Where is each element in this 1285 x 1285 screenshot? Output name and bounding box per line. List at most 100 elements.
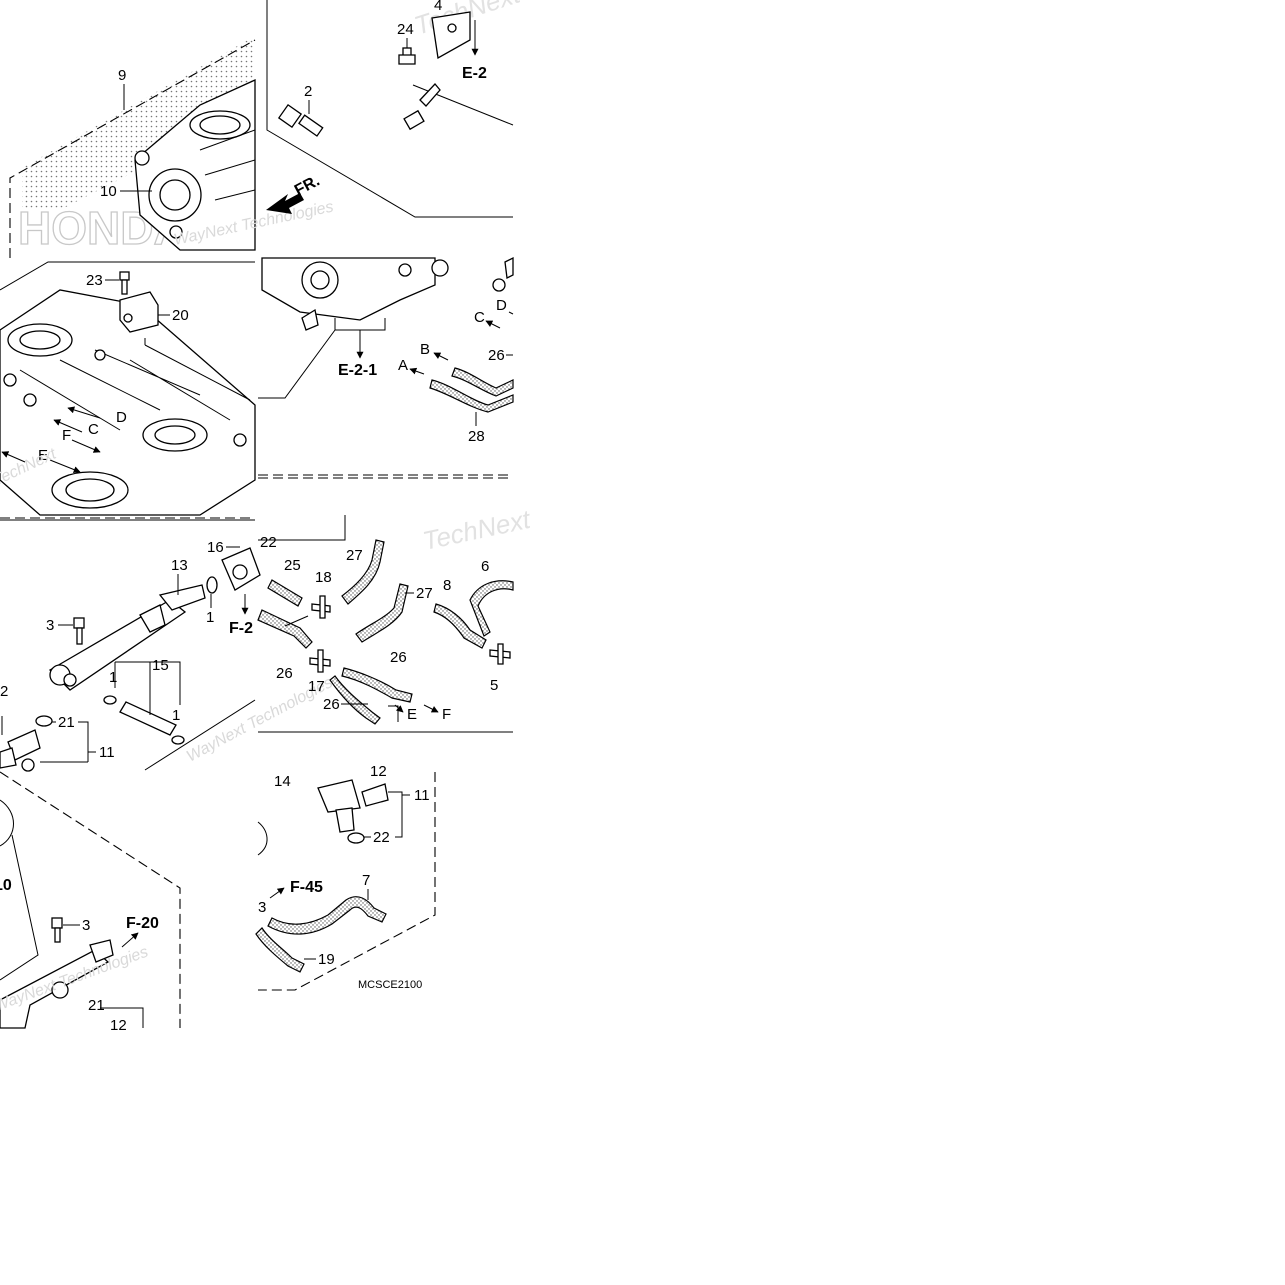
callout-16: 16 — [207, 539, 224, 556]
tee-joint-18 — [311, 595, 331, 619]
callout-6: 6 — [481, 558, 489, 575]
callout-9: 9 — [118, 67, 126, 84]
callout-11-b: 11 — [414, 787, 430, 804]
hose-6 — [469, 580, 514, 637]
hose-26-short — [329, 675, 381, 725]
watermark-text: WayNext Technologies — [0, 943, 151, 1015]
tile-vacuum-hoses: E-2-1 A B C D 26 28 — [258, 256, 514, 476]
callout-13: 13 — [171, 557, 188, 574]
callout-17: 17 — [308, 678, 325, 695]
hose-28 — [429, 367, 514, 413]
hose-19 — [255, 927, 305, 973]
watermark-text: TechNext — [420, 504, 534, 556]
callout-19: 19 — [318, 951, 335, 968]
callout-4: 4 — [434, 0, 442, 14]
routing-d: D — [116, 409, 127, 426]
injector-11-b — [317, 779, 389, 833]
tile-injector-and-hoses: 14 12 22 11 F-45 3 7 19 MCSCE2100 — [255, 763, 436, 991]
routing-e-2: E — [407, 706, 417, 723]
callout-12: 12 — [110, 1017, 127, 1034]
section-ref-f45: F-45 — [290, 879, 323, 896]
routing-a: A — [398, 357, 408, 374]
callout-3-c: 3 — [258, 899, 266, 916]
section-ref-f20: F-20 — [126, 915, 159, 932]
callout-24: 24 — [397, 21, 414, 38]
frame-line — [9, 39, 256, 258]
callout-25: 25 — [284, 557, 301, 574]
drawing-code: MCSCE2100 — [358, 979, 422, 991]
callout-26-c: 26 — [390, 649, 407, 666]
callout-10: 10 — [100, 183, 117, 200]
section-ref-e21: E-2-1 — [338, 362, 377, 379]
callout-26-d: 26 — [323, 696, 340, 713]
hose-27-a — [341, 539, 385, 605]
fuel-rail-13 — [48, 584, 206, 691]
callout-27-b: 27 — [416, 585, 433, 602]
hose-26-curve — [341, 667, 413, 703]
bolt-3-b — [51, 917, 63, 943]
bolt-24 — [398, 47, 416, 65]
callout-14: 14 — [274, 773, 291, 790]
seal-22 — [347, 832, 365, 844]
callout-1-a: 1 — [109, 669, 117, 686]
callout-15: 15 — [152, 657, 169, 674]
section-ref-f2: F-2 — [229, 620, 253, 637]
callout-22-b: 22 — [373, 829, 390, 846]
joint-pipe-15 — [103, 695, 185, 745]
callout-3-b: 3 — [82, 917, 90, 934]
tile-throttle-body-top: HONDA 9 10 WayNext Technologies — [9, 36, 335, 258]
bolt-3 — [73, 617, 85, 645]
section-ref-e2: E-2 — [462, 65, 487, 82]
throttle-body-side — [261, 257, 449, 331]
tile-rear-fuel-rail: 10 3 F-20 21 12 WayNext Technologies — [0, 771, 181, 1034]
sensor-20 — [119, 291, 159, 333]
hose-25 — [267, 579, 303, 607]
routing-f: F — [62, 427, 71, 444]
routing-c: C — [88, 421, 99, 438]
callout-26-b: 26 — [276, 665, 293, 682]
callout-12-b: 12 — [370, 763, 387, 780]
throttle-body-upper — [134, 78, 256, 251]
routing-b: B — [420, 341, 430, 358]
callout-2: 2 — [304, 83, 312, 100]
callout-27: 27 — [346, 547, 363, 564]
routing-e: E — [38, 447, 48, 464]
callout-23: 23 — [86, 272, 103, 289]
hose-26-long — [257, 609, 313, 649]
callout-22: 22 — [260, 534, 277, 551]
callout-7: 7 — [362, 872, 370, 889]
throttle-body-assembly — [0, 289, 256, 516]
routing-f-2: F — [442, 706, 451, 723]
honda-wing-emblem — [22, 36, 255, 210]
rear-fuel-rail — [0, 939, 114, 1029]
hose-8 — [433, 603, 487, 649]
callout-1-b: 1 — [172, 707, 180, 724]
screw-23 — [119, 271, 130, 295]
seal-21 — [35, 715, 53, 727]
callout-2-b: 2 — [0, 683, 8, 700]
callout-28: 28 — [468, 428, 485, 445]
injector-11 — [0, 729, 41, 772]
hose-7 — [267, 896, 387, 935]
callout-11: 11 — [99, 744, 115, 761]
callout-1-c: 1 — [206, 609, 214, 626]
o-ring-1 — [206, 576, 218, 594]
routing-d-2: D — [496, 297, 507, 314]
tile-fuel-line-top: TechNext 4 24 E-2 2 — [266, 0, 525, 218]
callout-21-b: 21 — [88, 997, 105, 1014]
callout-21: 21 — [58, 714, 75, 731]
callout-18: 18 — [315, 569, 332, 586]
bracket-4 — [431, 11, 471, 60]
routing-c-2: C — [474, 309, 485, 326]
pressure-regulator-16 — [221, 547, 261, 591]
callout-5: 5 — [490, 677, 498, 694]
callout-26: 26 — [488, 347, 505, 364]
tee-joint-5 — [489, 643, 511, 665]
callout-20: 20 — [172, 307, 189, 324]
callout-8: 8 — [443, 577, 451, 594]
fuel-feed-pipe-2 — [277, 83, 441, 175]
tee-joint-17 — [309, 649, 331, 673]
tile-throttle-body-lower: 20 23 D C F E TechNext — [0, 261, 256, 519]
callout-10-b: 10 — [0, 877, 12, 894]
